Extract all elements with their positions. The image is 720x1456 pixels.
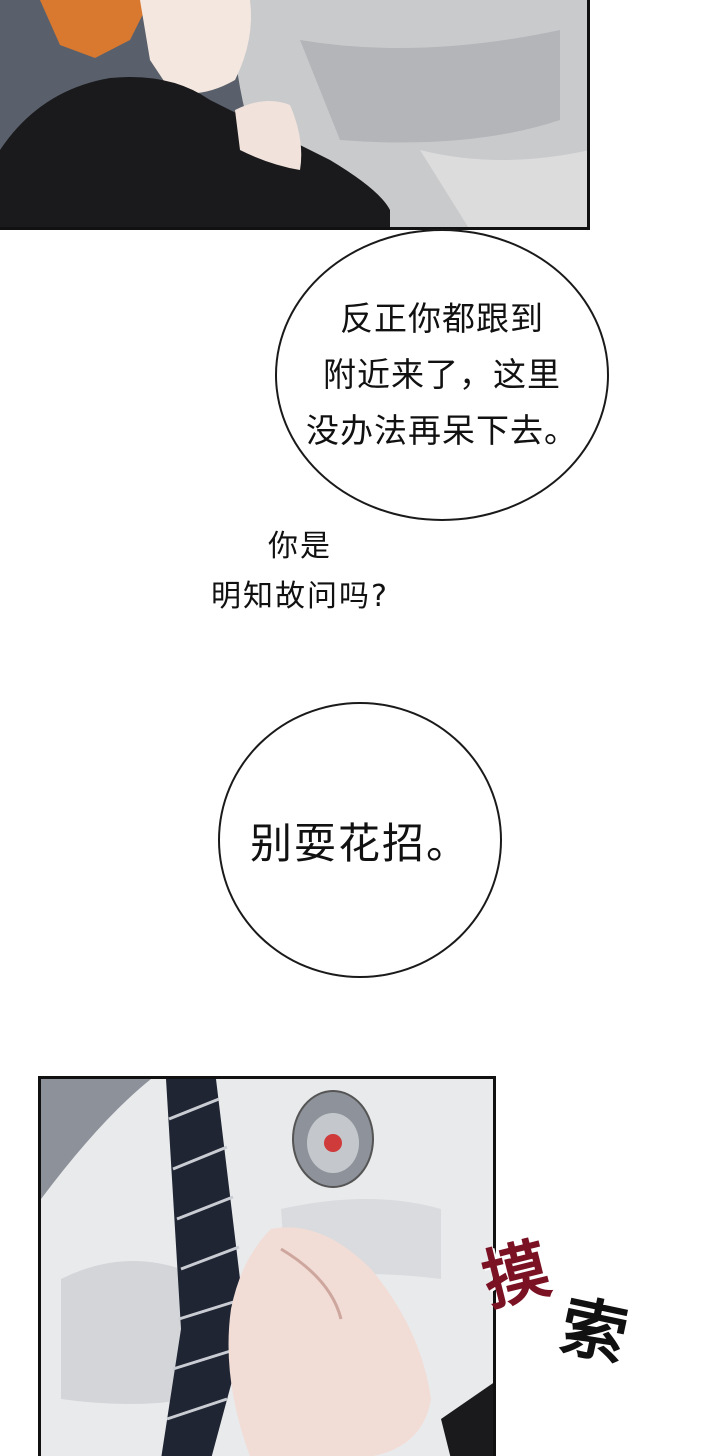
top-panel-illustration — [0, 0, 587, 227]
speech-bubble-1: 反正你都跟到 附近来了，这里 没办法再呆下去。 — [275, 229, 609, 521]
bottom-panel-illustration — [41, 1079, 493, 1456]
sfx-text-part-2: 索 — [553, 1286, 635, 1376]
top-panel — [0, 0, 590, 230]
speech-bubble-2-text: 别耍花招。 — [249, 818, 470, 868]
speech-bubble-1-text: 反正你都跟到 附近来了，这里 没办法再呆下去。 — [306, 299, 578, 450]
thought-text: 你是 明知故问吗? — [211, 529, 389, 614]
bottom-panel — [38, 1076, 496, 1456]
speech-bubble-2: 别耍花招。 — [218, 702, 502, 978]
